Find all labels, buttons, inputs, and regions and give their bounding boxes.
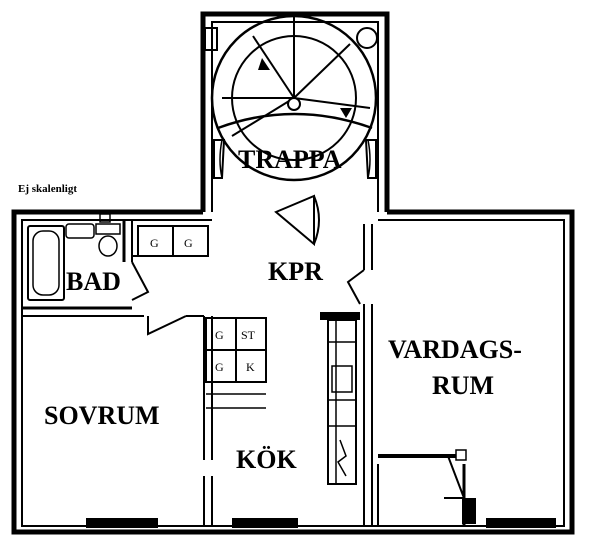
appliance-label-st: ST — [241, 328, 256, 342]
room-label-vardagsrum-1: VARDAGS- — [388, 335, 522, 364]
cabinet-label-g2: G — [184, 236, 193, 250]
outer-walls — [11, 209, 575, 535]
kitchen-counter — [320, 312, 360, 485]
cabinet-label-g4: G — [215, 360, 224, 374]
room-label-sovrum: SOVRUM — [44, 401, 160, 430]
interior-walls — [22, 220, 476, 526]
room-label-kpr: KPR — [268, 257, 323, 286]
room-label-trappa: TRAPPA — [238, 145, 342, 174]
hall-cabinets — [132, 225, 209, 257]
kitchen-cabinets — [205, 317, 267, 409]
cabinet-label-g3: G — [215, 328, 224, 342]
room-label-bad: BAD — [66, 267, 121, 296]
stairwell — [200, 11, 390, 247]
bathroom-fixtures — [27, 213, 121, 301]
cabinet-label-g1: G — [150, 236, 159, 250]
scale-note: Ej skalenligt — [18, 183, 77, 195]
appliance-label-k: K — [246, 360, 255, 374]
room-label-kok: KÖK — [236, 445, 297, 474]
room-label-vardagsrum-2: RUM — [432, 371, 494, 400]
